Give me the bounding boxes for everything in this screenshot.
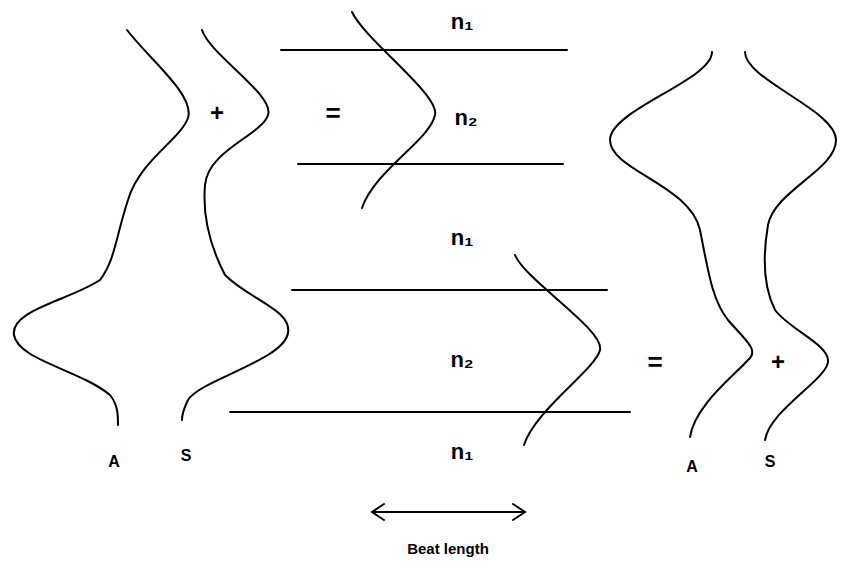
layer-boundary	[292, 289, 607, 291]
dimension-label: Beat length	[405, 540, 491, 557]
mode-label: A	[106, 453, 122, 471]
symmetric-mode-curve	[182, 30, 288, 420]
antisymmetric-mode-curve	[610, 52, 752, 437]
field-profile-curve	[515, 255, 600, 445]
symmetric-mode-curve	[745, 52, 836, 440]
layer-boundary	[281, 49, 567, 51]
layer-boundary	[298, 163, 563, 165]
refractive-index-label: n₁	[449, 10, 476, 34]
mode-label: S	[179, 447, 194, 465]
mode-label: A	[684, 458, 700, 476]
field-profile-curve	[352, 12, 435, 208]
layer-boundary	[230, 411, 630, 413]
operator-symbol: =	[645, 348, 664, 376]
refractive-index-label: n₁	[449, 440, 476, 464]
operator-symbol: =	[323, 99, 342, 127]
operator-symbol: +	[208, 100, 226, 126]
operator-symbol: +	[769, 349, 787, 375]
mode-label: S	[763, 453, 778, 471]
antisymmetric-mode-curve	[14, 30, 189, 425]
refractive-index-label: n₂	[448, 348, 475, 372]
dimension-arrow	[372, 504, 525, 520]
refractive-index-label: n₂	[452, 106, 479, 130]
refractive-index-label: n₁	[449, 226, 476, 250]
